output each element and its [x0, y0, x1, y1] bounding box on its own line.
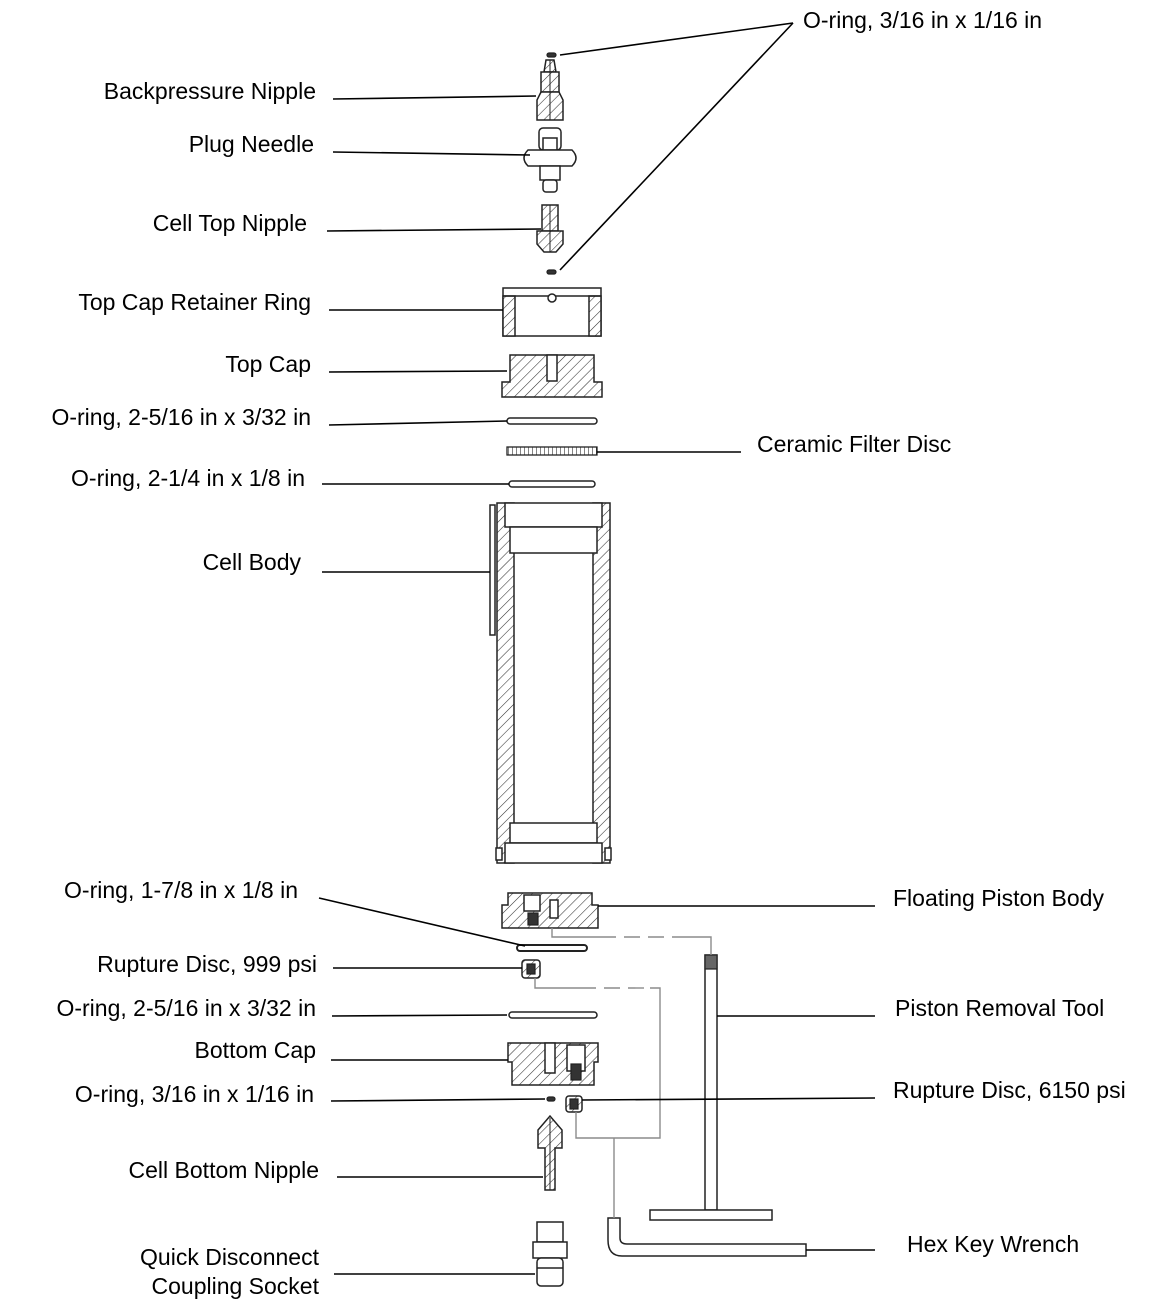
- label-cell-bottom-nipple: Cell Bottom Nipple: [129, 1157, 319, 1183]
- hex-key-wrench-part: [607, 1217, 807, 1257]
- label-oring-2-5-16-bottom: O-ring, 2-5/16 in x 3/32 in: [56, 995, 316, 1021]
- label-top-cap: Top Cap: [225, 351, 311, 377]
- piston-removal-tool-part: [649, 954, 773, 1221]
- oring-1-7-8-part: [516, 944, 588, 952]
- oring-2-1-4-part: [508, 480, 596, 488]
- ceramic-filter-disc-part: [506, 446, 598, 456]
- plug-needle-part: [523, 127, 577, 193]
- floating-piston-body-part: [501, 892, 599, 929]
- cell-bottom-nipple-part: [537, 1114, 563, 1191]
- leader-lines: [318, 22, 876, 1275]
- label-oring-2-5-16-top: O-ring, 2-5/16 in x 3/32 in: [51, 404, 311, 430]
- label-cell-top-nipple: Cell Top Nipple: [153, 210, 307, 236]
- oring-2-5-16-top-part: [506, 417, 598, 425]
- label-floating-piston-body: Floating Piston Body: [893, 885, 1104, 911]
- label-quick-disconnect-line1: Quick Disconnect: [140, 1244, 320, 1270]
- oring-small-bottom-part: [546, 1096, 556, 1102]
- rupture-disc-999-part: [521, 959, 541, 979]
- label-quick-disconnect-line2: Coupling Socket: [152, 1273, 320, 1299]
- top-cap-retainer-ring-part: [502, 287, 602, 337]
- label-bottom-cap: Bottom Cap: [195, 1037, 316, 1063]
- label-top-cap-retainer-ring: Top Cap Retainer Ring: [78, 289, 311, 315]
- backpressure-nipple-part: [536, 59, 564, 121]
- label-oring-small-bottom: O-ring, 3/16 in x 1/16 in: [75, 1081, 314, 1107]
- quick-disconnect-coupling-socket-part: [532, 1221, 568, 1287]
- oring-small-top-part: [546, 52, 557, 58]
- cell-top-nipple-part: [536, 204, 564, 253]
- label-hex-key-wrench: Hex Key Wrench: [907, 1231, 1079, 1257]
- oring-2-5-16-bottom-part: [508, 1011, 598, 1019]
- label-rupture-disc-6150: Rupture Disc, 6150 psi: [893, 1077, 1126, 1103]
- oring-small-top-lower-part: [546, 269, 557, 275]
- label-plug-needle: Plug Needle: [189, 131, 314, 157]
- label-ceramic-filter-disc: Ceramic Filter Disc: [757, 431, 951, 457]
- tool-association-lines: [534, 928, 712, 1218]
- label-oring-1-7-8: O-ring, 1-7/8 in x 1/8 in: [64, 877, 298, 903]
- rupture-disc-6150-part: [565, 1095, 583, 1113]
- label-cell-body: Cell Body: [203, 549, 302, 575]
- label-oring-small-top: O-ring, 3/16 in x 1/16 in: [803, 7, 1042, 33]
- label-oring-2-1-4: O-ring, 2-1/4 in x 1/8 in: [71, 465, 305, 491]
- label-piston-removal-tool: Piston Removal Tool: [895, 995, 1104, 1021]
- cell-body-part: [489, 502, 612, 864]
- label-backpressure-nipple: Backpressure Nipple: [104, 78, 316, 104]
- top-cap-part: [501, 354, 603, 398]
- bottom-cap-part: [507, 1042, 599, 1086]
- label-rupture-disc-999: Rupture Disc, 999 psi: [97, 951, 317, 977]
